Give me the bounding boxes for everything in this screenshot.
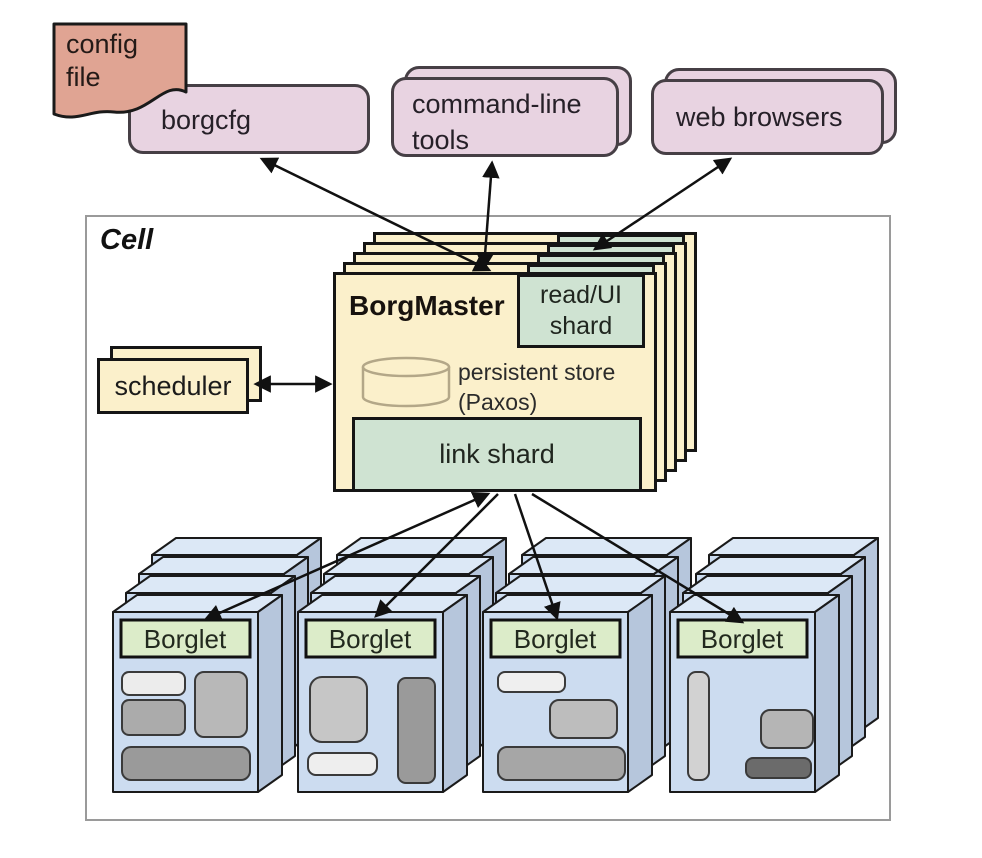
scheduler-box: scheduler	[97, 358, 249, 414]
web-browsers-box: web browsers	[651, 79, 884, 155]
command-line-tools-label: command-line tools	[412, 89, 582, 156]
read-ui-shard-box: read/UI shard	[517, 274, 645, 348]
borgmaster-label: BorgMaster	[349, 290, 505, 321]
web-browsers-label: web browsers	[676, 101, 843, 132]
link-shard-label: link shard	[439, 439, 555, 469]
cell-label: Cell	[100, 224, 154, 256]
read-ui-shard-label: read/UI shard	[540, 280, 622, 340]
borgmaster-box: BorgMaster read/UI shard persistent stor…	[333, 272, 657, 492]
scheduler-label: scheduler	[114, 370, 232, 401]
borgcfg-box: borgcfg	[128, 84, 370, 154]
database-cylinder-icon	[361, 356, 451, 408]
persistent-store-label: persistent store (Paxos)	[458, 359, 616, 416]
command-line-tools-box: command-line tools	[391, 77, 619, 157]
config-file-label: config file	[66, 29, 139, 92]
link-shard-box: link shard	[352, 417, 642, 492]
borgcfg-label: borgcfg	[161, 105, 252, 135]
